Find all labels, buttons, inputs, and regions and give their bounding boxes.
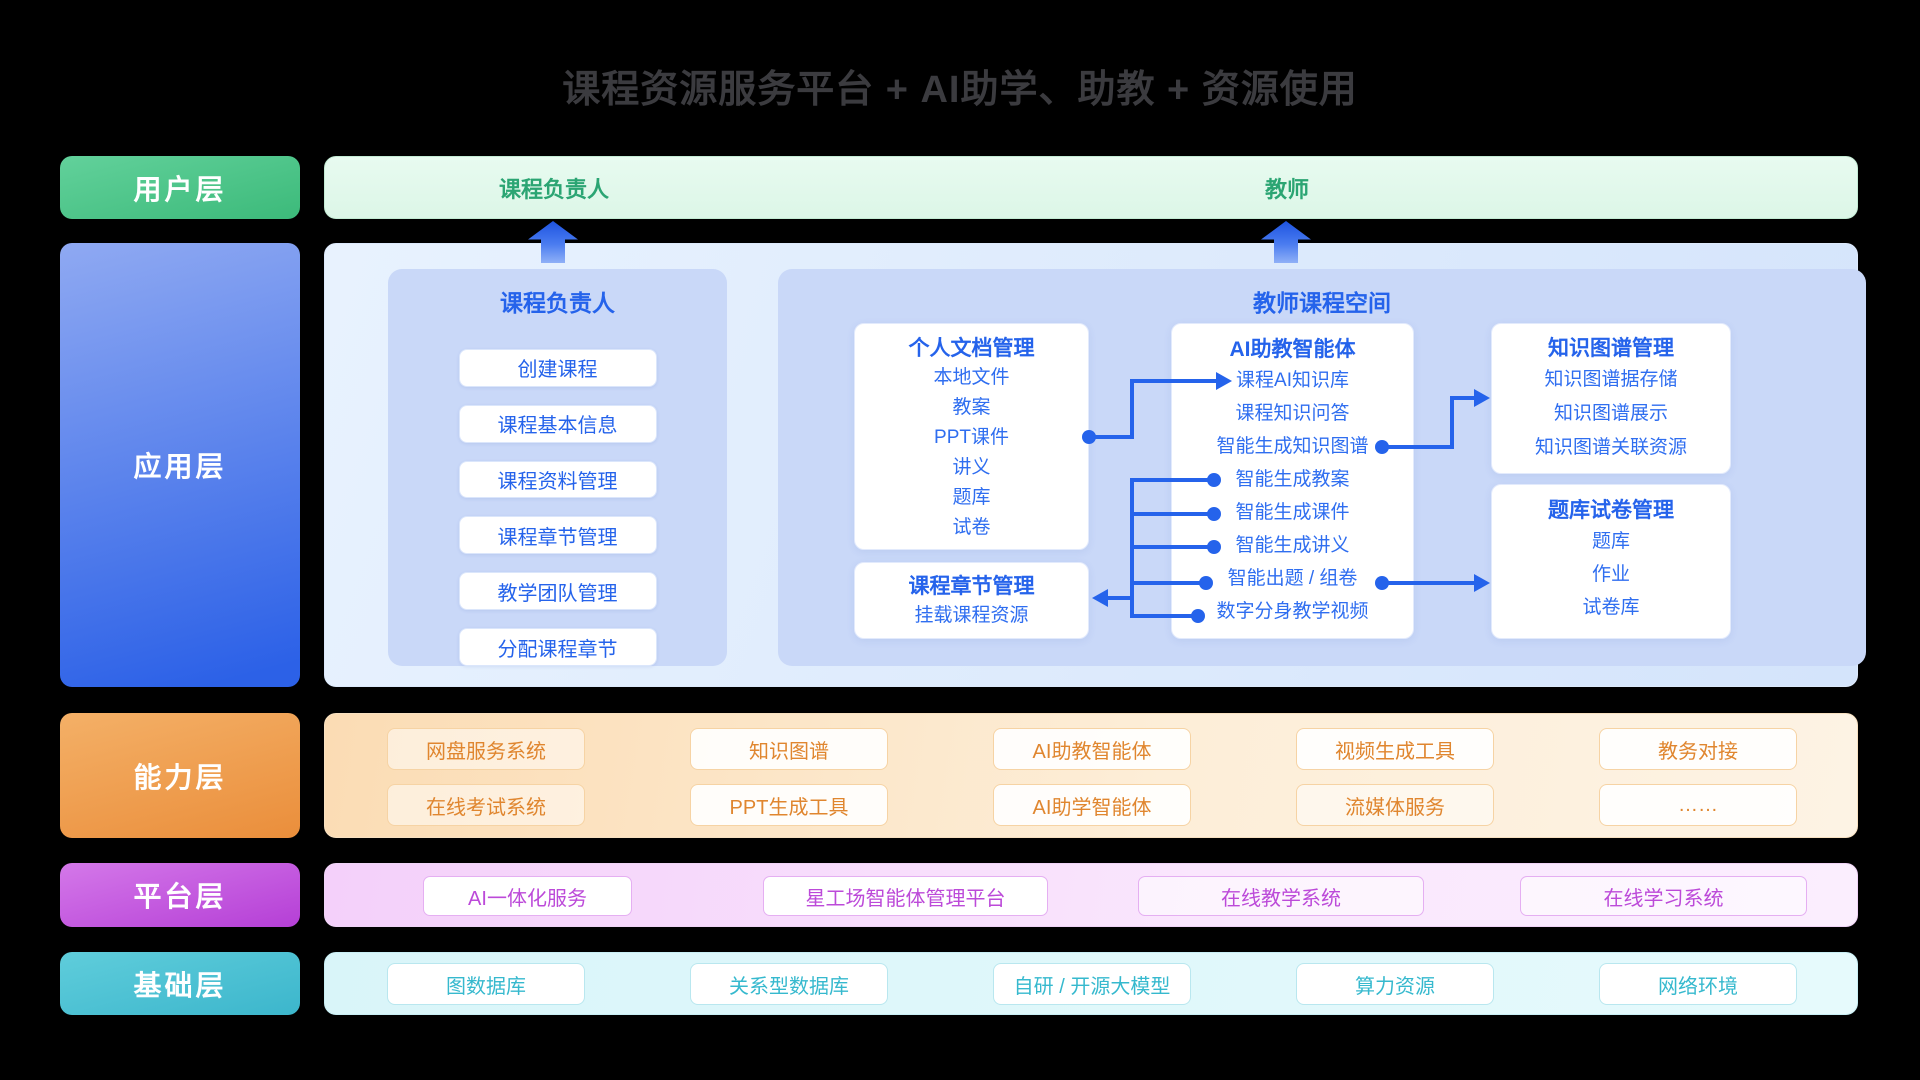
foundation-chip: 自研 / 开源大模型: [993, 963, 1191, 1005]
teacher-space-panel: 教师课程空间 个人文档管理 本地文件 教案 PPT课件 讲义 题库 试卷 课程章…: [778, 269, 1866, 666]
panel-title: 教师课程空间: [1253, 290, 1391, 316]
foundation-chip: 图数据库: [387, 963, 585, 1005]
capability-chip: 知识图谱: [690, 728, 888, 770]
knowledge-graph-card: 知识图谱管理 知识图谱据存储 知识图谱展示 知识图谱关联资源: [1491, 323, 1731, 474]
capability-chip: 视频生成工具: [1296, 728, 1494, 770]
role-teacher: 教师: [1264, 176, 1310, 202]
card-item: 试卷: [952, 517, 991, 538]
capability-chip: AI助学智能体: [993, 784, 1191, 826]
chapter-manage-card: 课程章节管理 挂载课程资源: [854, 562, 1089, 639]
foundation-layer-bar: 图数据库 关系型数据库 自研 / 开源大模型 算力资源 网络环境: [324, 952, 1858, 1015]
user-layer-bar: 课程负责人 教师: [324, 156, 1858, 219]
foundation-row: 图数据库 关系型数据库 自研 / 开源大模型 算力资源 网络环境: [325, 963, 1857, 1005]
personal-doc-card: 个人文档管理 本地文件 教案 PPT课件 讲义 题库 试卷: [854, 323, 1089, 550]
leader-feature: 课程章节管理: [458, 516, 657, 555]
layer-label-platform: 平台层: [60, 863, 300, 927]
card-item: 智能生成讲义: [1235, 535, 1350, 556]
role-course-leader: 课程负责人: [498, 176, 610, 202]
platform-layer-bar: AI一体化服务 星工场智能体管理平台 在线教学系统 在线学习系统: [324, 863, 1858, 927]
capability-chip: 教务对接: [1599, 728, 1797, 770]
ai-assistant-card: AI助教智能体 课程AI知识库 课程知识问答 智能生成知识图谱 智能生成教案 智…: [1171, 323, 1414, 639]
card-item: 挂载课程资源: [914, 605, 1029, 626]
card-item: 知识图谱关联资源: [1534, 437, 1687, 458]
platform-chip: 星工场智能体管理平台: [763, 876, 1048, 916]
foundation-chip: 关系型数据库: [690, 963, 888, 1005]
capability-chip: ……: [1599, 784, 1797, 826]
diagram-title: 课程资源服务平台 + AI助学、助教 + 资源使用: [562, 69, 1358, 111]
card-item: 数字分身教学视频: [1216, 601, 1369, 622]
card-item: 试卷库: [1582, 597, 1640, 618]
card-item: 知识图谱据存储: [1544, 369, 1678, 390]
capability-chip: 在线考试系统: [387, 784, 585, 826]
card-title: 题库试卷管理: [1548, 499, 1674, 522]
capability-chip: 流媒体服务: [1296, 784, 1494, 826]
capability-chip: 网盘服务系统: [387, 728, 585, 770]
platform-chip: AI一体化服务: [423, 876, 632, 916]
card-item: 知识图谱展示: [1553, 403, 1668, 424]
card-item: 讲义: [952, 457, 991, 478]
capability-row-2: 在线考试系统 PPT生成工具 AI助学智能体 流媒体服务 ……: [325, 784, 1857, 826]
card-item: 题库: [1591, 531, 1630, 552]
card-item: 智能生成知识图谱: [1216, 436, 1369, 457]
foundation-chip: 网络环境: [1599, 963, 1797, 1005]
card-item: 作业: [1591, 564, 1630, 585]
card-item: 智能生成教案: [1235, 469, 1350, 490]
card-item: PPT课件: [934, 427, 1009, 448]
capability-chip: AI助教智能体: [993, 728, 1191, 770]
layer-label-capability: 能力层: [60, 713, 300, 838]
card-item: 题库: [952, 487, 991, 508]
leader-feature: 课程基本信息: [458, 404, 657, 443]
question-bank-card: 题库试卷管理 题库 作业 试卷库: [1491, 484, 1731, 639]
foundation-chip: 算力资源: [1296, 963, 1494, 1005]
layer-label-user: 用户层: [60, 156, 300, 219]
card-item: 本地文件: [933, 367, 1010, 388]
capability-row-1: 网盘服务系统 知识图谱 AI助教智能体 视频生成工具 教务对接: [325, 728, 1857, 770]
app-layer-bar: 课程负责人 创建课程 课程基本信息 课程资料管理 课程章节管理 教学团队管理 分…: [324, 243, 1866, 687]
layer-label-app: 应用层: [60, 243, 300, 687]
card-item: 智能出题 / 组卷: [1227, 568, 1358, 589]
leader-feature: 创建课程: [458, 349, 657, 387]
card-item: 教案: [952, 397, 991, 418]
panel-title: 课程负责人: [500, 290, 615, 316]
card-title: 个人文档管理: [908, 337, 1035, 360]
card-item: 智能生成课件: [1235, 502, 1350, 523]
leader-feature: 课程资料管理: [458, 460, 657, 499]
course-leader-panel: 课程负责人 创建课程 课程基本信息 课程资料管理 课程章节管理 教学团队管理 分…: [388, 269, 727, 666]
capability-layer-bar: 网盘服务系统 知识图谱 AI助教智能体 视频生成工具 教务对接 在线考试系统 P…: [324, 713, 1858, 838]
card-item: 课程AI知识库: [1236, 370, 1349, 391]
layer-label-foundation: 基础层: [60, 952, 300, 1015]
leader-feature: 教学团队管理: [458, 572, 657, 611]
platform-chip: 在线教学系统: [1138, 876, 1424, 916]
card-item: 课程知识问答: [1235, 403, 1350, 424]
card-title: 知识图谱管理: [1548, 337, 1674, 360]
card-title: AI助教智能体: [1229, 338, 1356, 361]
platform-chip: 在线学习系统: [1520, 876, 1807, 916]
leader-feature: 分配课程章节: [458, 628, 657, 666]
card-title: 课程章节管理: [908, 575, 1035, 598]
capability-chip: PPT生成工具: [690, 784, 888, 826]
